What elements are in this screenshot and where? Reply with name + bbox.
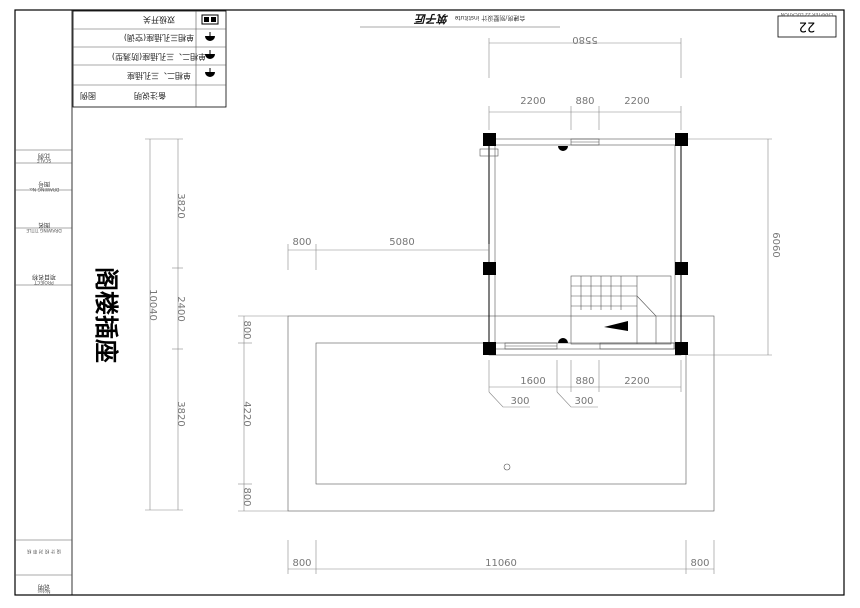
page-number-caption: CHAPTER 22 LOCATION bbox=[781, 11, 833, 17]
project-label-en: PROJECT bbox=[34, 279, 54, 285]
staircase bbox=[570, 275, 672, 345]
socket-icon bbox=[558, 146, 568, 151]
dim-bottom-total: 11060 bbox=[485, 558, 517, 569]
drawing-title: 阁楼插座 bbox=[92, 267, 120, 363]
dim-vertical-b: 2400 bbox=[175, 296, 186, 321]
columns bbox=[483, 133, 688, 355]
dim-bottom-edge-left: 800 bbox=[292, 558, 311, 569]
legend-row-1-text: 单相二、三孔插座 bbox=[127, 71, 191, 81]
socket-icon bbox=[205, 32, 215, 41]
scale-label: 比例 bbox=[38, 152, 50, 160]
dim-bottom-mid: 880 bbox=[575, 376, 594, 387]
brand-name: 筑子匠 bbox=[414, 12, 449, 25]
dimension-top bbox=[488, 38, 682, 130]
dim-bottom-right: 2200 bbox=[624, 376, 649, 387]
dim-left-offset: 800 bbox=[292, 237, 311, 248]
dim-top-left: 2200 bbox=[520, 96, 545, 107]
drawing-title-label: 图名 bbox=[38, 221, 50, 229]
dim-bottom-sub-a: 300 bbox=[510, 396, 529, 407]
dim-top-overall: 5580 bbox=[572, 34, 597, 45]
dim-left-small-bottom: 800 bbox=[241, 487, 252, 506]
legend-row-2-text: 单相二、三孔插座(防溅型) bbox=[112, 52, 206, 62]
dim-vertical-total: 10040 bbox=[147, 289, 158, 321]
notes-label: 说明 bbox=[38, 583, 50, 591]
signatures: 设 计 校 对 审 核 bbox=[26, 548, 61, 555]
dim-left-long: 5080 bbox=[389, 237, 414, 248]
project-label: 项目名称 bbox=[32, 273, 56, 281]
dim-bottom-edge-right: 800 bbox=[690, 558, 709, 569]
drawing-no-label: 图号 bbox=[38, 180, 50, 187]
dim-right-height: 6060 bbox=[770, 232, 781, 257]
legend-row-4-text: 双极开关 bbox=[143, 15, 175, 25]
scale-label-en: SCALE bbox=[37, 157, 52, 163]
floor-drain bbox=[503, 463, 511, 471]
terrace-inner bbox=[315, 342, 687, 485]
page-number: 22 bbox=[799, 19, 816, 34]
dim-left-small-top: 800 bbox=[241, 320, 252, 339]
socket-icon bbox=[205, 50, 215, 59]
brand-caption: 合建房/别墅设计 institute bbox=[454, 14, 525, 22]
dim-bottom-sub-b: 300 bbox=[574, 396, 593, 407]
legend-header-symbol: 图例 bbox=[80, 91, 96, 101]
socket-icon bbox=[558, 338, 568, 343]
attic-walls bbox=[479, 138, 682, 356]
page-number-box bbox=[777, 15, 837, 38]
drawing-no-label-en: DRAWING No. bbox=[29, 186, 60, 192]
legend-header-desc: 备注说明 bbox=[134, 91, 166, 101]
drawing-title-label-en: DRAWING TITLE bbox=[26, 227, 62, 233]
dim-top-mid: 880 bbox=[575, 96, 594, 107]
dim-left-mid: 4220 bbox=[241, 401, 252, 426]
dim-bottom-left: 1600 bbox=[520, 376, 545, 387]
dim-vertical-a: 3820 bbox=[175, 193, 186, 218]
stair-arrow-icon bbox=[604, 321, 628, 331]
sheet-border bbox=[14, 9, 845, 596]
dim-top-right: 2200 bbox=[624, 96, 649, 107]
notes-label-en: Notes bbox=[37, 588, 51, 594]
legend-row-3-text: 单相三孔插座(空调) bbox=[124, 33, 194, 43]
legend-table: 图例 备注说明 单相二、三孔插座 单相二、三孔插座(防溅型) 单相三孔插座(空调… bbox=[72, 10, 227, 108]
title-strip: 比例 SCALE 图号 DRAWING No. 图名 DRAWING TITLE… bbox=[15, 149, 72, 594]
terrace-outer bbox=[287, 315, 715, 512]
socket-icon bbox=[205, 68, 215, 77]
box-icon bbox=[201, 14, 219, 25]
dim-vertical-c: 3820 bbox=[175, 401, 186, 426]
